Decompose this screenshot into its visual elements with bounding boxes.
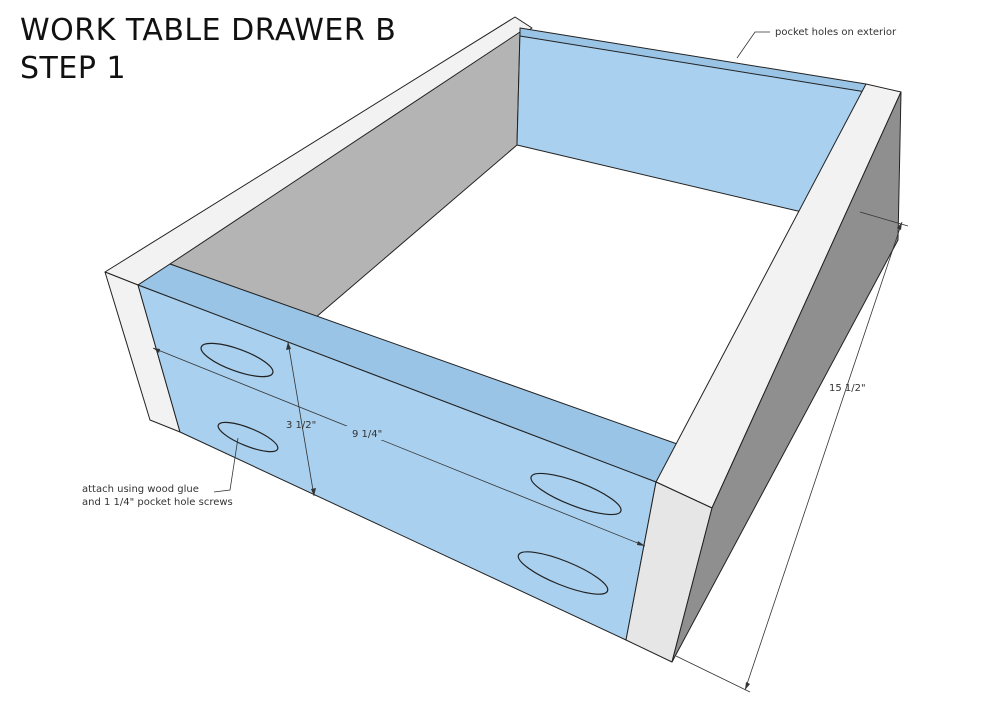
title-line-1: WORK TABLE DRAWER B (20, 13, 397, 48)
width-arrow-left (153, 348, 160, 353)
page-title: WORK TABLE DRAWER B STEP 1 (20, 12, 396, 88)
length-arrow-bottom (745, 682, 750, 690)
pocket-hole-2 (217, 421, 279, 453)
length-dimension-label: 15 1/2" (829, 383, 866, 394)
attach-label-line-1: attach using wood glue (82, 484, 199, 495)
pocket-exterior-leader (736, 31, 770, 59)
pocket-hole-3 (530, 472, 622, 516)
pocket-exterior-label: pocket holes on exterior (775, 27, 897, 38)
length-extension-top (859, 211, 909, 227)
height-dimension-line (287, 341, 315, 497)
width-arrow-right (637, 541, 645, 546)
height-arrow-bottom (311, 488, 316, 496)
title-line-2: STEP 1 (20, 51, 127, 86)
length-extension-bottom (675, 655, 751, 693)
right-side-outer-face (671, 91, 902, 663)
height-dimension-label: 3 1/2" (286, 420, 316, 431)
width-dimension-line (152, 347, 646, 547)
left-side-inner-face (169, 31, 521, 319)
pocket-hole-4 (517, 551, 609, 595)
pocket-hole-1 (200, 342, 274, 378)
length-arrow-top (897, 222, 902, 230)
attach-leader (213, 437, 239, 493)
length-dimension-line (744, 221, 903, 691)
height-arrow-top (286, 342, 291, 350)
attach-label-line-2: and 1 1/4" pocket hole screws (82, 497, 233, 508)
width-dimension-label: 9 1/4" (352, 429, 382, 440)
